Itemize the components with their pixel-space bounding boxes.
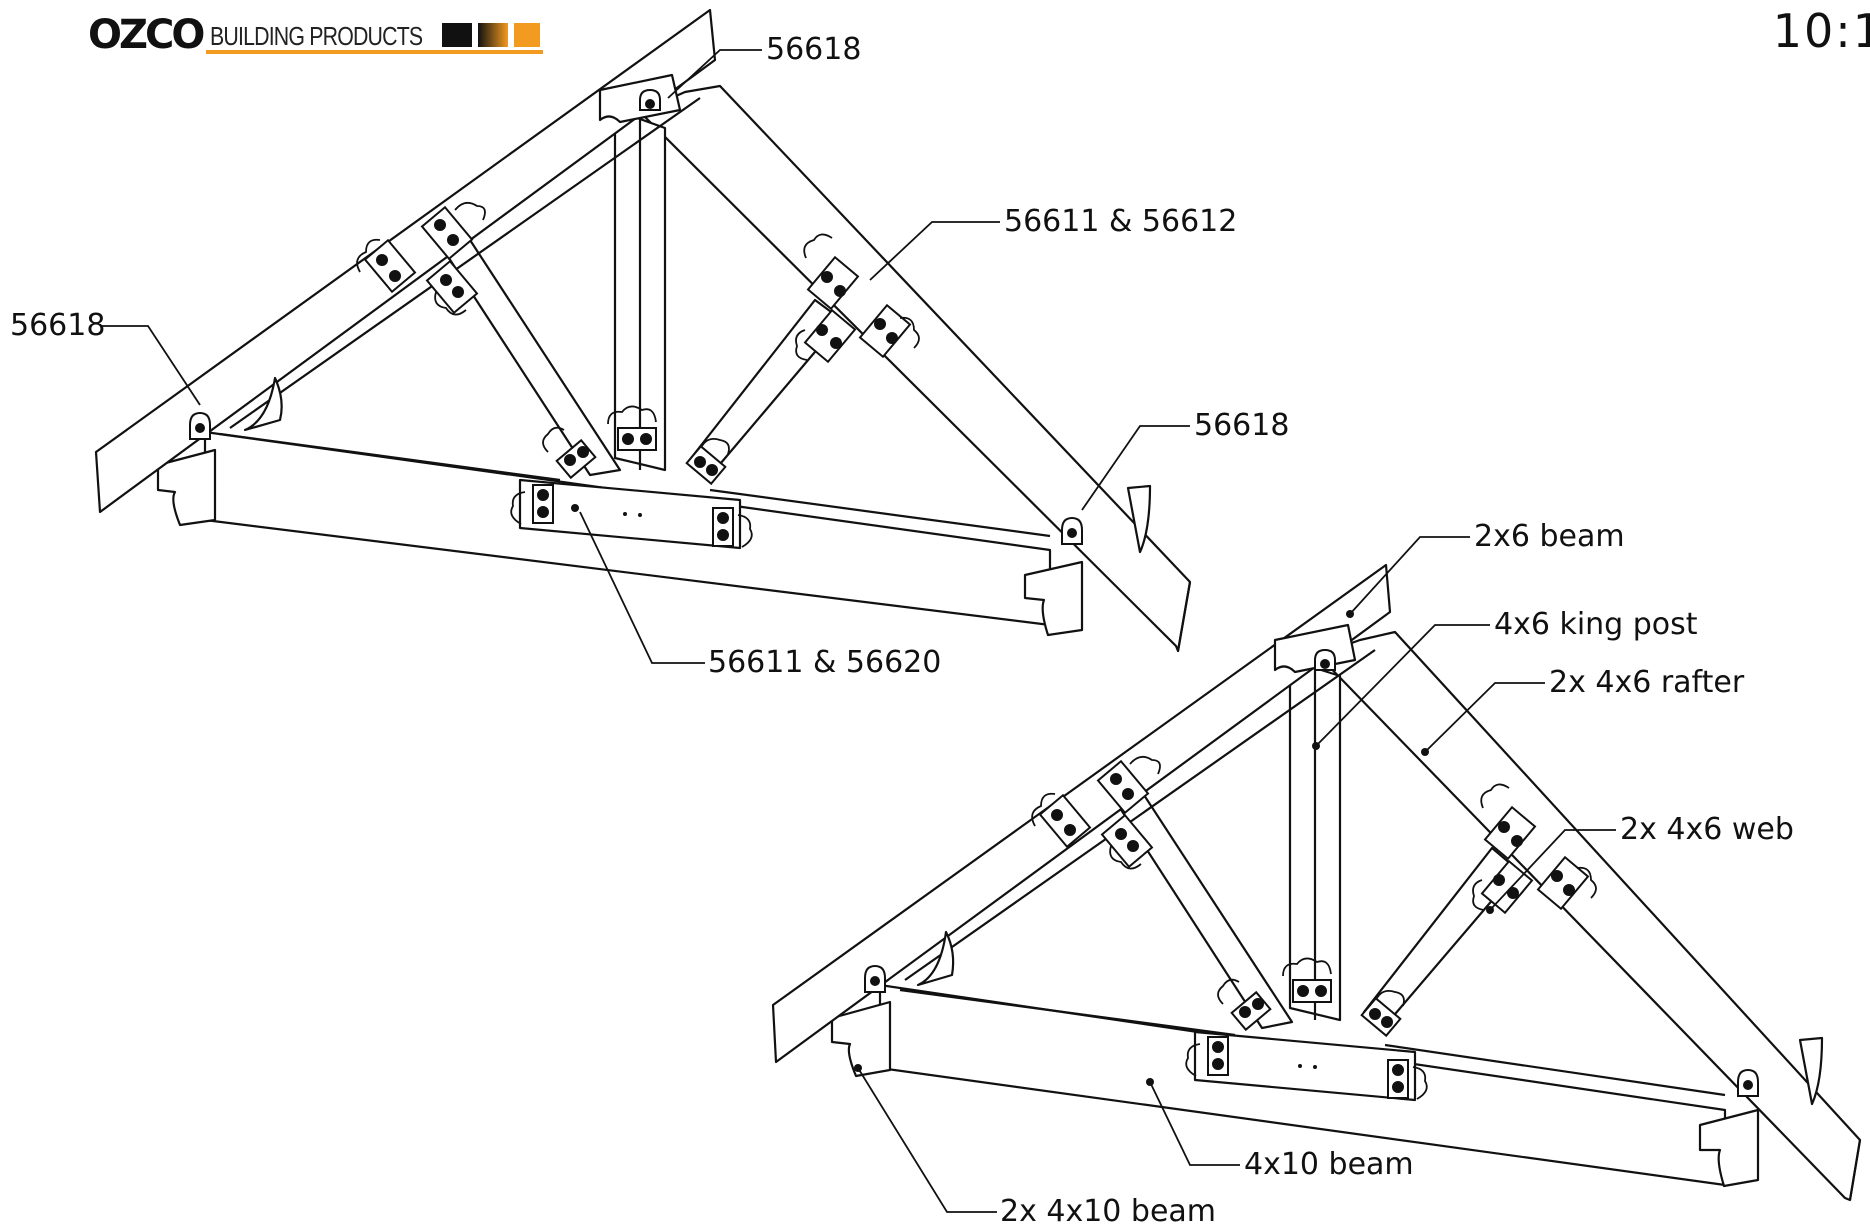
bottom-center-dots xyxy=(1298,1064,1317,1069)
bottom-bolts xyxy=(1051,773,1575,1093)
callout-beam-4x10: 4x10 beam xyxy=(1244,1147,1414,1182)
brand-rule xyxy=(206,50,543,54)
top-left-knee xyxy=(243,376,283,432)
bottom-right-corbel xyxy=(1698,1108,1760,1188)
bottom-center-plate xyxy=(1193,1030,1417,1102)
top-left-web xyxy=(443,238,622,477)
bottom-leaders xyxy=(857,536,1616,1213)
bottom-left-web xyxy=(1116,790,1294,1030)
callout-beam-2x4x10: 2x 4x10 beam xyxy=(1000,1194,1217,1229)
bottom-connectors xyxy=(864,648,1759,1097)
callout-beam-2x6: 2x6 beam xyxy=(1474,519,1625,554)
callout-top-rafter-web: 56611 & 56612 xyxy=(1004,204,1238,239)
bottom-right-web xyxy=(1362,846,1520,1022)
callout-king-post: 4x6 king post xyxy=(1494,607,1698,642)
callout-top-right-heel: 56618 xyxy=(1194,408,1290,443)
top-connectors xyxy=(189,88,1083,545)
brand-logo: OZCO BUILDING PRODUCTS xyxy=(88,12,543,60)
top-leaders xyxy=(100,49,1190,664)
brand-bars xyxy=(442,23,542,47)
callout-top-peak: 56618 xyxy=(766,32,862,67)
top-center-dots xyxy=(571,504,642,517)
bottom-left-rafter xyxy=(771,563,1392,1064)
top-right-knee xyxy=(1126,484,1152,554)
bottom-plate-clouds xyxy=(1031,755,1597,1100)
top-plate-clouds xyxy=(356,201,920,548)
bottom-left-corbel xyxy=(830,1000,892,1078)
top-left-corbel xyxy=(156,448,217,527)
truss-top xyxy=(94,8,1192,653)
callout-top-left-heel: 56618 xyxy=(10,308,106,343)
bottom-right-knee xyxy=(1798,1036,1824,1106)
callout-rafter: 2x 4x6 rafter xyxy=(1549,665,1745,700)
bottom-left-knee xyxy=(916,930,955,987)
ozco-logo: OZCO xyxy=(88,12,205,58)
callout-web: 2x 4x6 web xyxy=(1620,812,1794,847)
callout-top-center: 56611 & 56620 xyxy=(708,645,942,680)
truss-bottom xyxy=(771,563,1862,1202)
brand-name: BUILDING PRODUCTS xyxy=(210,21,423,51)
top-center-plate xyxy=(518,478,742,550)
top-bolts xyxy=(376,219,898,541)
top-right-corbel xyxy=(1023,560,1084,637)
page-code: 10:1 xyxy=(1772,4,1870,58)
bottom-leader-dots xyxy=(854,610,1494,1086)
